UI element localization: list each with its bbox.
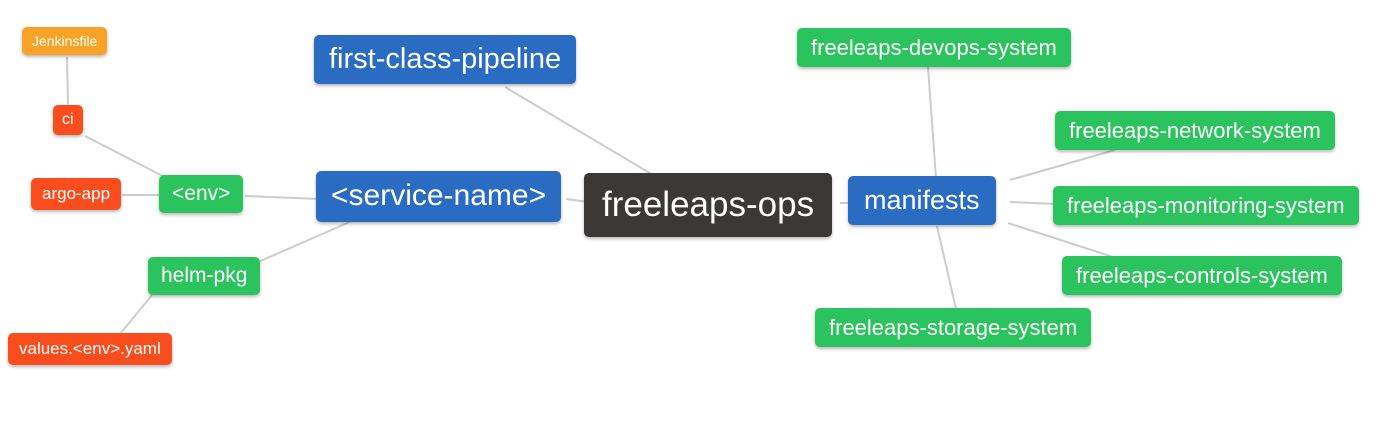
edge-manifests-devops (927, 66, 937, 179)
node-label: <service-name> (331, 179, 547, 212)
node-ci[interactable]: ci (53, 105, 83, 136)
node-first-class-pipeline[interactable]: first-class-pipeline (314, 35, 577, 85)
node-freeleaps-network-system[interactable]: freeleaps-network-system (1055, 111, 1335, 151)
node-label: argo-app (42, 184, 111, 203)
node-label: freeleaps-controls-system (1076, 263, 1328, 288)
node-label: freeleaps-monitoring-system (1067, 193, 1345, 218)
node-label: first-class-pipeline (329, 43, 562, 75)
edge-manifests-monitoring (1009, 201, 1057, 205)
edge-manifests-network (1009, 149, 1116, 181)
node-values-env-yaml[interactable]: values.<env>.yaml (8, 333, 172, 365)
node-label: ci (62, 111, 74, 128)
node-freeleaps-devops-system[interactable]: freeleaps-devops-system (797, 28, 1071, 68)
node-freeleaps-storage-system[interactable]: freeleaps-storage-system (815, 308, 1092, 348)
node-label: <env> (172, 182, 231, 205)
node-label: freeleaps-network-system (1069, 118, 1321, 143)
node-freeleaps-controls-system[interactable]: freeleaps-controls-system (1062, 256, 1342, 296)
edge-manifests-storage (936, 225, 957, 310)
node-freeleaps-monitoring-system[interactable]: freeleaps-monitoring-system (1053, 186, 1359, 226)
edge-helmpkg-servicename (257, 220, 353, 263)
node-env[interactable]: <env> (159, 175, 244, 214)
node-label: Jenkinsfile (32, 33, 98, 49)
node-service-name[interactable]: <service-name> (316, 171, 562, 222)
edge-manifests-controls (1007, 222, 1114, 258)
edge-env-servicename (244, 195, 321, 200)
node-root-freeleaps-ops[interactable]: freeleaps-ops (584, 173, 833, 238)
node-argo-app[interactable]: argo-app (31, 178, 122, 210)
edge-jenkinsfile-ci (66, 56, 69, 107)
edge-values-helmpkg (119, 294, 153, 335)
node-label: freeleaps-storage-system (829, 315, 1078, 340)
node-label: helm-pkg (161, 264, 248, 287)
node-label: manifests (864, 185, 980, 215)
edge-pipeline-ops (504, 86, 654, 176)
root-node-label: freeleaps-ops (602, 185, 815, 224)
node-manifests[interactable]: manifests (848, 176, 996, 226)
node-label: freeleaps-devops-system (811, 35, 1057, 60)
node-helm-pkg[interactable]: helm-pkg (148, 257, 261, 296)
node-jenkinsfile[interactable]: Jenkinsfile (22, 27, 108, 56)
node-label: values.<env>.yaml (19, 339, 161, 358)
